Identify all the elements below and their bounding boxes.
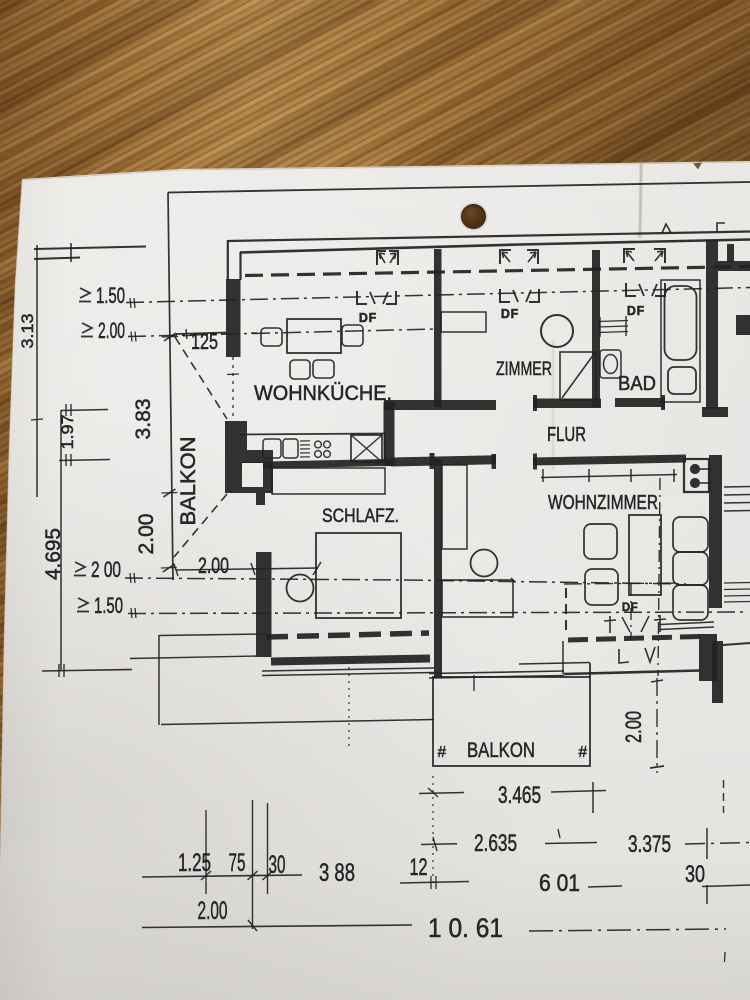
svg-text:ZIMMER: ZIMMER <box>496 358 552 380</box>
svg-text:WOHNKÜCHE.: WOHNKÜCHE. <box>254 382 392 405</box>
svg-text:DF: DF <box>359 311 377 325</box>
svg-text:2.00: 2.00 <box>198 897 228 925</box>
svg-text:6 01: 6 01 <box>539 870 580 897</box>
svg-text:FLUR: FLUR <box>547 424 586 446</box>
svg-text:3.375: 3.375 <box>628 831 671 858</box>
svg-text:SCHLAFZ.: SCHLAFZ. <box>322 505 399 527</box>
svg-text:#: # <box>578 744 587 761</box>
svg-text:2.00: 2.00 <box>198 553 229 578</box>
svg-text:1.25: 1.25 <box>178 849 211 877</box>
svg-text:3.83: 3.83 <box>132 399 155 440</box>
svg-text:2.635: 2.635 <box>474 830 517 857</box>
svg-text:30: 30 <box>269 851 286 879</box>
svg-text:1.50: 1.50 <box>96 283 125 308</box>
svg-text:1 0. 61: 1 0. 61 <box>428 913 503 943</box>
svg-text:1.97: 1.97 <box>58 415 77 450</box>
svg-text:4.695: 4.695 <box>42 528 65 580</box>
svg-text:75: 75 <box>229 849 246 877</box>
svg-text:WOHNZIMMER: WOHNZIMMER <box>548 492 658 514</box>
svg-text:30: 30 <box>685 861 705 888</box>
svg-text:2.00: 2.00 <box>98 318 125 343</box>
svg-text:125: 125 <box>191 329 218 354</box>
svg-text:BALKON: BALKON <box>467 738 535 762</box>
svg-text:3.13: 3.13 <box>18 314 37 349</box>
svg-text:12: 12 <box>410 854 428 881</box>
svg-text:BAD: BAD <box>618 373 656 395</box>
svg-text:3.465: 3.465 <box>498 782 541 809</box>
svg-text:DF: DF <box>627 304 645 318</box>
svg-text:DF: DF <box>501 307 519 321</box>
svg-text:3 88: 3 88 <box>319 859 355 887</box>
svg-text:BALKON: BALKON <box>177 437 200 526</box>
svg-text:#: # <box>437 744 446 761</box>
svg-text:2 00: 2 00 <box>91 557 121 582</box>
svg-text:2.00: 2.00 <box>135 514 158 555</box>
svg-text:1.50: 1.50 <box>94 593 123 618</box>
svg-text:DF: DF <box>622 602 638 614</box>
svg-text:2.00: 2.00 <box>621 711 646 743</box>
